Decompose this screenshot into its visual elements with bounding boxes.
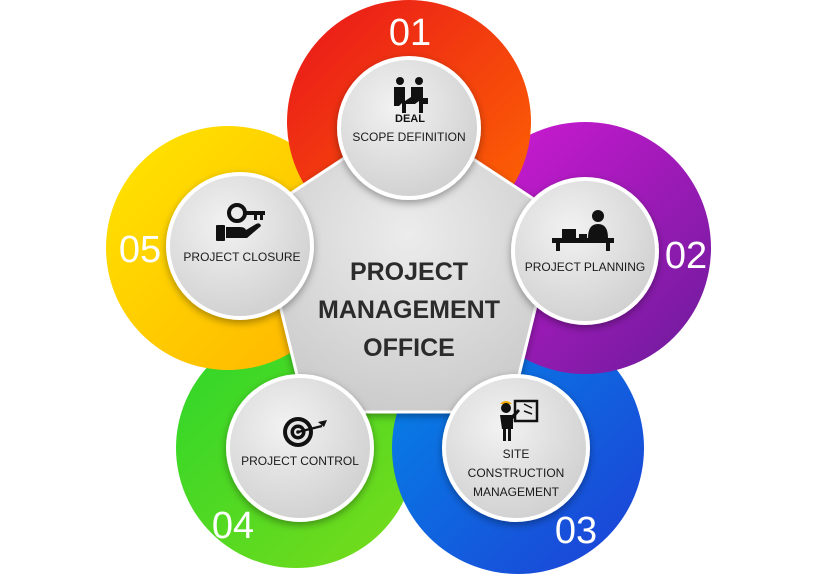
- inner-circle-04: [226, 374, 374, 522]
- center-title-line-1: PROJECT: [350, 258, 468, 286]
- inner-circle-layer: [166, 56, 659, 522]
- target-arrow-icon: [283, 417, 327, 447]
- key-hand-icon: [216, 203, 265, 241]
- step-number-03: 03: [555, 510, 597, 552]
- center-title-line-3: OFFICE: [363, 334, 455, 362]
- desk-worker-icon: [552, 210, 614, 251]
- engineer-board-icon: [500, 399, 539, 441]
- step-number-02: 02: [665, 235, 707, 277]
- step-label-01: SCOPE DEFINITION: [352, 130, 465, 144]
- inner-circle-05: [166, 172, 314, 320]
- step-label-04: PROJECT CONTROL: [241, 454, 359, 468]
- step-number-05: 05: [119, 229, 161, 271]
- step-label-03-line-2: CONSTRUCTION: [468, 466, 565, 480]
- inner-circle-01: [337, 56, 481, 200]
- step-label-05: PROJECT CLOSURE: [183, 250, 300, 264]
- deal-icon-text: DEAL: [395, 113, 425, 125]
- inner-circle-02: [511, 177, 659, 325]
- center-title-line-2: MANAGEMENT: [318, 296, 500, 324]
- step-label-03-line-1: SITE: [503, 447, 530, 461]
- step-number-04: 04: [212, 505, 254, 547]
- step-label-03-line-3: MANAGEMENT: [473, 485, 560, 499]
- inner-circle-03: [442, 374, 590, 522]
- handshake-deal-icon: DEAL: [394, 77, 428, 125]
- step-number-01: 01: [389, 12, 431, 54]
- step-label-02: PROJECT PLANNING: [525, 260, 645, 274]
